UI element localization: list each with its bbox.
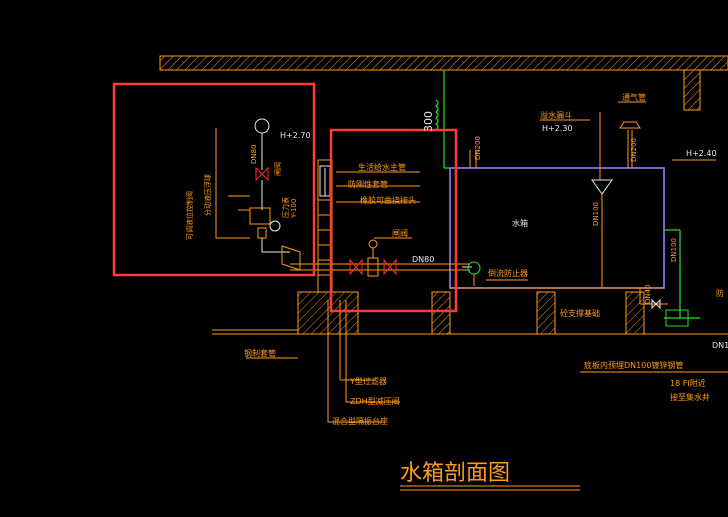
- label-dn100-far: DN10: [712, 341, 728, 350]
- label-drain-note: 底板内预埋DN100镀锌钢管: [584, 360, 683, 370]
- label-tank: 水箱: [512, 218, 528, 228]
- label-dn40: DN40: [644, 284, 652, 304]
- label-right-edge: 防: [716, 288, 724, 298]
- label-elev-230: H+2.30: [542, 124, 573, 133]
- label-connect-note: 接至集水井: [670, 392, 710, 402]
- label-elev-270: H+2.70: [280, 131, 311, 140]
- inlet-filter: [367, 257, 379, 277]
- label-concrete-pad: 混合型隔振台座: [332, 416, 388, 426]
- label-overflow-funnel: 溢水漏斗: [540, 110, 572, 120]
- label-y-strainer: Y型过滤器: [349, 376, 387, 386]
- drain-valve: [651, 298, 661, 310]
- label-gate-valve2: 闸阀: [392, 229, 408, 238]
- highlight-box-middle: [329, 128, 458, 313]
- label-vent-pipe: 通气管: [622, 92, 646, 102]
- pressure-gauge-top: [254, 118, 270, 134]
- label-steel-sleeve: 钢制套管: [244, 348, 276, 358]
- label-stainless-sleeve: 防刚性套管: [348, 179, 388, 189]
- label-main-supply: 生活给水主管: [358, 162, 406, 172]
- label-dn80-horizontal: DN80: [412, 255, 434, 264]
- ceiling-slab: [159, 55, 728, 71]
- overflow-funnel: [591, 179, 613, 195]
- water-tank: [449, 167, 665, 289]
- green-valve-box: [665, 309, 689, 327]
- float-ball: [467, 261, 481, 275]
- label-dim-300: 300: [422, 111, 435, 132]
- reducer: [281, 245, 301, 271]
- label-y-filter: Y-100: [290, 199, 298, 219]
- base-3: [625, 291, 645, 335]
- highlight-box-left: [112, 82, 316, 277]
- gauge-small: [269, 220, 281, 232]
- label-dn200-right: DN200: [630, 138, 638, 162]
- right-wall: [683, 69, 701, 111]
- drawing-title: 水箱剖面图: [400, 461, 510, 486]
- label-zdh-valve: ZDH型减压阀: [350, 396, 400, 406]
- inlet-valve-2: [383, 258, 397, 276]
- label-float-valve: 分动液压浮球: [203, 174, 212, 216]
- label-dn100-right: DN100: [670, 238, 678, 262]
- label-backflow: 倒流防止器: [488, 268, 528, 278]
- label-remote-float: 可调液位控制阀: [185, 191, 194, 240]
- inlet-valve-1: [349, 258, 363, 276]
- label-valve: 闸阀: [273, 162, 282, 176]
- label-dn80-vertical: DN80: [250, 144, 258, 164]
- base-1: [431, 291, 451, 335]
- label-dn200-left: DN200: [474, 136, 482, 160]
- label-pressure-gauge: 压力表: [281, 197, 290, 218]
- label-floor-drain: 18 FI附近: [670, 378, 706, 388]
- base-2: [536, 291, 556, 335]
- label-flexible-joint: 橡胶可曲挠接头: [360, 195, 416, 205]
- label-dn100-v: DN100: [592, 202, 600, 226]
- label-concrete-base: 砼支撑基础: [560, 308, 600, 318]
- label-elev-240: H+2.40: [686, 149, 717, 158]
